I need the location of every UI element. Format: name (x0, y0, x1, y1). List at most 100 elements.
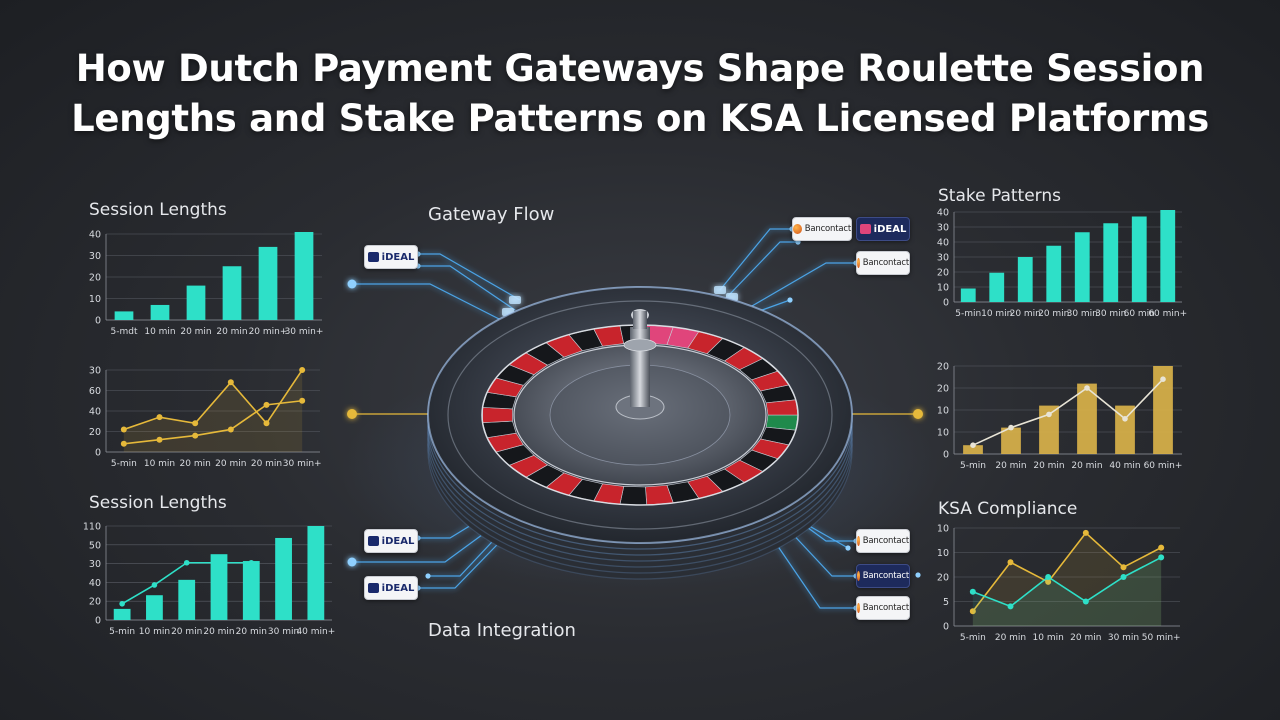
y-tick-label: 30 (89, 251, 101, 262)
connector-line (759, 519, 856, 609)
data-point (227, 426, 234, 433)
bar (1017, 257, 1033, 302)
series-line (972, 531, 1162, 612)
x-tick-label: 20 min (995, 633, 1026, 643)
series-line (972, 556, 1162, 608)
y-tick-label: 50 (89, 540, 101, 551)
data-point (299, 397, 306, 404)
bancontact-logo-icon (857, 571, 860, 581)
bar (1001, 427, 1021, 454)
y-tick-label: 10 (937, 524, 949, 535)
data-point (192, 420, 199, 427)
x-tick-label: 5-mdt (111, 327, 138, 337)
bar (963, 445, 983, 454)
bar (150, 304, 170, 320)
y-tick-label: 40 (937, 208, 949, 219)
data-point (1007, 603, 1014, 610)
ball-track (447, 300, 833, 530)
x-tick-label: 50 min+ (1142, 633, 1181, 643)
y-tick-label: 30 (89, 366, 101, 377)
bancontact-badge: Bancontact (856, 529, 910, 553)
ideal-badge: iDEAL (364, 245, 418, 269)
series-area (123, 370, 303, 452)
chart-title-ksa-compliance: KSA Compliance (938, 499, 1078, 519)
x-tick-label: 20 min (180, 459, 211, 469)
connector-node (915, 572, 921, 578)
x-tick-label: 10 min (144, 327, 175, 337)
x-tick-label: 60 min+ (1144, 461, 1183, 471)
bar (1131, 216, 1147, 302)
data-point (263, 420, 270, 427)
x-tick-label: 20 min (1033, 461, 1064, 471)
ideal-logo-icon (367, 583, 379, 593)
ideal-logo-icon (367, 536, 379, 546)
y-tick-label: 0 (95, 448, 101, 459)
data-point (151, 582, 158, 588)
data-point (1082, 598, 1089, 605)
x-tick-label: 20 min (236, 627, 267, 637)
data-point (1122, 416, 1128, 422)
y-tick-label: 0 (95, 316, 101, 327)
bancontact-badge: Bancontact (792, 217, 852, 241)
x-tick-label: 30 min (1095, 309, 1126, 319)
ideal-logo-icon (859, 224, 871, 234)
bancontact-logo-icon (857, 258, 860, 268)
spindle-cap (633, 311, 647, 329)
chart-title-session-lengths: Session Lengths (89, 493, 227, 513)
data-point (183, 559, 190, 566)
data-point (248, 559, 255, 566)
wheel-pocket (619, 486, 648, 506)
x-tick-label: 20 min (1038, 309, 1069, 319)
y-tick-label: 10 (937, 283, 949, 294)
y-tick-label: 10 (937, 428, 949, 439)
x-tick-label: 20 min (171, 627, 202, 637)
connector-line (727, 241, 798, 297)
bar (146, 595, 163, 620)
wheel-pocket (765, 399, 799, 416)
x-tick-label: 20 min (1071, 461, 1102, 471)
bar (113, 608, 131, 620)
bar (1046, 245, 1062, 302)
x-tick-label: 30 min (268, 627, 299, 637)
y-tick-label: 0 (95, 616, 101, 627)
bar (178, 579, 196, 620)
bar (114, 311, 134, 320)
x-tick-label: 5-min (109, 627, 135, 637)
y-tick-label: 20 (89, 427, 101, 438)
bancontact-logo-icon (793, 224, 802, 234)
series-area (972, 532, 1162, 626)
x-tick-label: 30 min (1108, 633, 1139, 643)
data-point (1008, 424, 1014, 431)
data-point (1120, 564, 1127, 571)
bar (186, 285, 206, 320)
data-point (299, 367, 306, 373)
data-point (1045, 578, 1052, 585)
y-tick-label: 20 (937, 268, 949, 279)
chart-title-session-lengths: Session Lengths (89, 200, 227, 220)
data-point (1158, 554, 1165, 561)
x-tick-label: 30 min+ (285, 327, 324, 337)
y-tick-label: 0 (943, 298, 949, 309)
data-point (156, 414, 163, 421)
bar (960, 288, 976, 302)
x-tick-label: 20 min (216, 327, 247, 337)
rim-node (509, 296, 521, 304)
data-point (1046, 411, 1052, 418)
x-tick-label: 60 min+ (1148, 309, 1187, 319)
y-tick-label: 10 (937, 548, 949, 559)
bar (1103, 223, 1119, 302)
y-tick-label: 0 (943, 450, 949, 461)
data-point (119, 600, 125, 607)
data-point (1084, 385, 1090, 391)
ideal-logo-icon (367, 252, 379, 262)
connector-node (347, 557, 357, 567)
bar (1039, 405, 1059, 454)
x-tick-label: 30 min+ (283, 459, 322, 469)
y-tick-label: 20 (937, 573, 949, 584)
bancontact-logo-icon (857, 536, 860, 546)
connector-node (787, 297, 793, 303)
